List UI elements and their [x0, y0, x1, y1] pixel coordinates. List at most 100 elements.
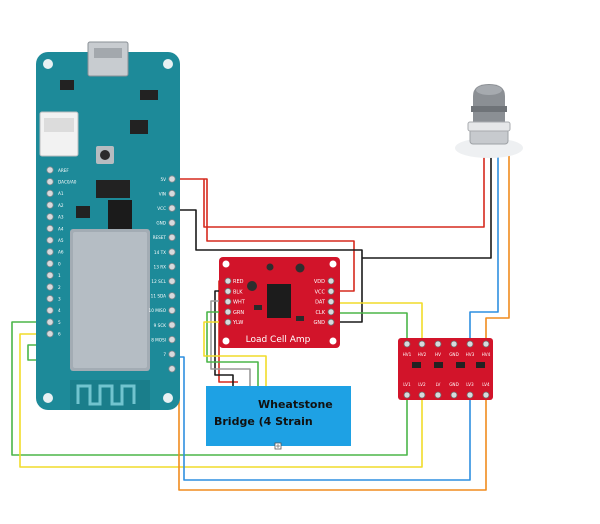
shifter-top-pin-label: HV2: [418, 352, 427, 357]
amp-right-pin: [327, 287, 335, 295]
arduino-left-pin-label: 2: [58, 285, 61, 290]
amp-left-pin-label: YLW: [232, 320, 243, 326]
arduino-right-pin: [168, 248, 176, 256]
amp-left-pin-label: BLK: [233, 289, 243, 295]
shifter-bottom-pin: [466, 391, 474, 399]
amp-right-pin: [327, 298, 335, 306]
wire-red-5v: [172, 178, 355, 292]
arduino-right-pin-label: 5V: [160, 177, 166, 182]
amp-right-pin-label: VDD: [314, 279, 325, 285]
amp-chip: [267, 284, 291, 318]
arduino-left-pin: [46, 189, 54, 197]
wire-blue-sensor: [469, 155, 499, 344]
arduino-right-pin-label: 9 SCK: [154, 323, 167, 328]
arduino-right-pin-label: 7: [163, 352, 166, 357]
arduino-right-pin-label: 10 MISO: [149, 308, 167, 313]
arduino-left-pin: [46, 330, 54, 338]
wires: [11, 155, 510, 491]
amp-right-pin: [327, 308, 335, 316]
arduino-left-pin-label: DAC0/A0: [58, 180, 77, 185]
arduino-right-pin-label: VCC: [157, 206, 166, 211]
amp-right-pin-label: GND: [314, 320, 326, 326]
amp-left-pin: [224, 287, 232, 295]
arduino-left-pin-label: A4: [58, 226, 64, 231]
arduino-right-pin: [168, 233, 176, 241]
usb-connector-icon: [87, 41, 129, 77]
arduino-right-pin: [168, 321, 176, 329]
shifter-bottom-pin-label: GND: [449, 382, 459, 387]
arduino-right-pin: [168, 262, 176, 271]
wire-black-gnd: [172, 209, 363, 323]
shifter-bottom-pin-label: LV2: [418, 382, 426, 387]
arduino-left-pin-label: 4: [58, 308, 61, 313]
amp-right-pin-label: CLK: [315, 310, 325, 316]
arduino-left-pin: [46, 236, 54, 244]
arduino-right-pin: [168, 306, 176, 314]
arduino-left-pin: [46, 283, 54, 291]
shifter-top-pin: [450, 340, 458, 348]
arduino-right-pin-label: 8 MOSI: [151, 337, 166, 342]
mount-hole-tr: [163, 59, 173, 69]
arduino-left-pin: [46, 166, 54, 174]
arduino-left-pin-label: A6: [58, 250, 64, 255]
reset-button-icon[interactable]: [96, 146, 114, 164]
arduino-left-pin: [46, 178, 54, 186]
shifter-bottom-pin: [418, 391, 426, 399]
wheatstone-bridge: Wheatstone Bridge (4 Strain: [206, 386, 351, 450]
arduino-left-pin: [46, 248, 54, 256]
arduino-right-pin-label: VIN: [159, 191, 166, 196]
arduino-right-pin: [168, 277, 176, 285]
arduino-left-pin-label: 0: [58, 261, 61, 266]
amp-left-pin: [224, 277, 232, 285]
arduino-left-pin: [46, 259, 54, 268]
arduino-left-pin: [46, 213, 54, 221]
antenna-icon: [70, 380, 150, 410]
arduino-left-pin: [46, 201, 54, 209]
arduino-right-pin: [168, 190, 176, 198]
shifter-top-pin: [466, 340, 474, 348]
arduino-left-pin: [46, 295, 54, 303]
shifter-top-pin-label: GND: [449, 352, 459, 357]
chip-small: [76, 206, 90, 218]
amp-left-pin: [224, 298, 232, 306]
chip-small: [60, 80, 74, 90]
shifter-bottom-pin-label: LV3: [466, 382, 474, 387]
arduino-left-pin-label: A2: [58, 203, 64, 208]
mount-hole-br: [163, 393, 173, 403]
arduino-left-pin-label: 5: [58, 320, 61, 325]
arduino-right-pin: [168, 350, 176, 358]
shifter-top-pin: [403, 340, 411, 348]
wire-black-sensor: [362, 155, 492, 259]
arduino-right-pin-label: 13 RX: [154, 264, 167, 269]
arduino-left-pin-label: 6: [58, 332, 61, 337]
arduino-right-pin-label: 12 SCL: [151, 279, 166, 284]
shifter-bottom-pin-label: LV: [436, 382, 441, 387]
shifter-bottom-pin-label: LV1: [403, 382, 411, 387]
amp-right-pin: [327, 277, 335, 285]
arduino-left-pin-label: A3: [58, 215, 64, 220]
wire-white-bridge: [210, 300, 251, 388]
shifter-top-pin: [482, 340, 490, 348]
amp-right-pin-label: DAT: [315, 300, 326, 306]
arduino-right-pin: [168, 292, 176, 300]
mount-hole-tl: [43, 59, 53, 69]
arduino-left-pin: [46, 224, 54, 233]
arduino-left-pin: [46, 318, 54, 326]
amp-left-pin-label: RED: [233, 279, 244, 285]
mount-hole-bl: [43, 393, 53, 403]
arduino-right-pin: [168, 175, 176, 183]
bridge-box: [206, 386, 351, 446]
shifter-top-pin-label: HV: [435, 352, 441, 357]
amp-left-pin: [224, 318, 232, 326]
wire-green-clk: [340, 312, 408, 344]
shifter-bottom-pin: [482, 391, 490, 399]
wire-orange-sensor: [485, 155, 510, 344]
